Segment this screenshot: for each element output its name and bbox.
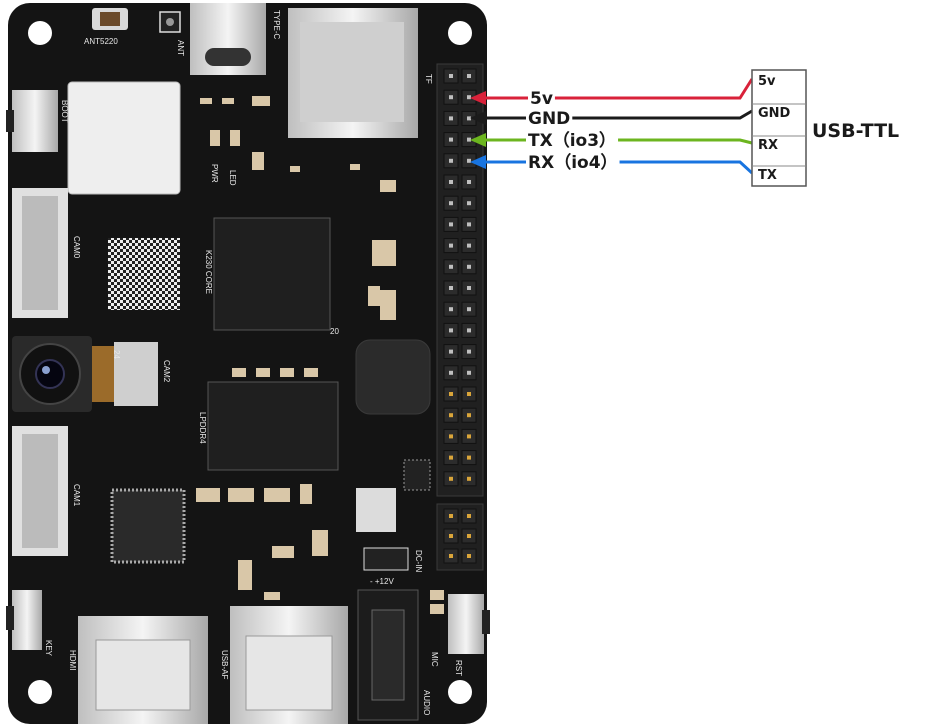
label-cam1: CAM1 xyxy=(72,484,81,507)
label-key: KEY xyxy=(44,640,53,657)
rst-button[interactable] xyxy=(448,594,484,654)
label-cam0: CAM0 xyxy=(72,236,81,259)
key-button[interactable] xyxy=(12,590,42,650)
usb-ttl-pin-gnd: GND xyxy=(758,106,791,121)
mount-hole xyxy=(448,680,472,704)
passive-components xyxy=(196,96,444,614)
label-12v: - +12V xyxy=(370,577,394,586)
label-pwr: PWR xyxy=(210,164,219,183)
label-boot: BOOT xyxy=(60,100,69,123)
label-usbaf: USB-AF xyxy=(220,650,229,679)
mount-hole xyxy=(28,680,52,704)
usb-ttl-pin-rx: RX xyxy=(758,138,778,153)
mount-hole xyxy=(28,21,52,45)
qfp-chip xyxy=(110,488,186,564)
wire-label: GND xyxy=(528,109,570,129)
wire-arrow xyxy=(470,133,486,147)
label-audio: AUDIO xyxy=(422,690,431,715)
usb-ttl-title: USB-TTL xyxy=(812,120,899,142)
gpio-header xyxy=(436,63,484,497)
lpddr4-chip xyxy=(207,381,339,471)
wire-arrow xyxy=(470,91,486,105)
regulator-chip xyxy=(403,459,431,491)
wire-5v xyxy=(482,78,754,100)
power-inductor xyxy=(355,339,431,415)
usb-ttl-pin-5v: 5v xyxy=(758,74,776,89)
wire-arrow xyxy=(470,155,486,169)
label-typec: TYPE-C xyxy=(272,10,281,40)
dc-in-connector xyxy=(363,547,409,571)
label-ant: ANT xyxy=(176,40,185,56)
label-tf: TF xyxy=(424,74,433,84)
label-cam2-num: 24 xyxy=(112,350,121,359)
label-k230: K230 CORE xyxy=(204,250,213,294)
aux-header xyxy=(436,503,484,571)
label-mic: MIC xyxy=(430,652,439,667)
wifi-module xyxy=(67,81,181,195)
k230-core-chip xyxy=(213,217,331,331)
wire-gnd xyxy=(482,109,753,120)
wire-label: TX（io3） xyxy=(528,130,616,151)
wire-arrow xyxy=(470,111,486,125)
boot-button[interactable] xyxy=(12,90,58,152)
label-hdmi: HDMI xyxy=(68,650,77,670)
wire-label: 5v xyxy=(530,89,553,109)
mount-hole xyxy=(448,21,472,45)
camera-ribbon xyxy=(92,346,114,402)
dev-board: ANT5220 ANT TYPE-C TF BOOT xyxy=(6,3,490,724)
wire-label: RX（io4） xyxy=(528,152,618,173)
usb-ttl-pin-tx: TX xyxy=(758,168,777,183)
qr-code xyxy=(108,238,180,310)
label-dcin: DC-IN xyxy=(414,550,423,572)
label-led: LED xyxy=(228,170,237,186)
label-pin20: 20 xyxy=(330,327,339,336)
label-cam2: CAM2 xyxy=(162,360,171,383)
label-rst: RST xyxy=(454,660,463,676)
label-lpddr4: LPDDR4 xyxy=(198,412,207,444)
usb-ttl-box xyxy=(751,69,807,187)
label-ant5220: ANT5220 xyxy=(84,37,118,46)
diode xyxy=(356,488,396,532)
